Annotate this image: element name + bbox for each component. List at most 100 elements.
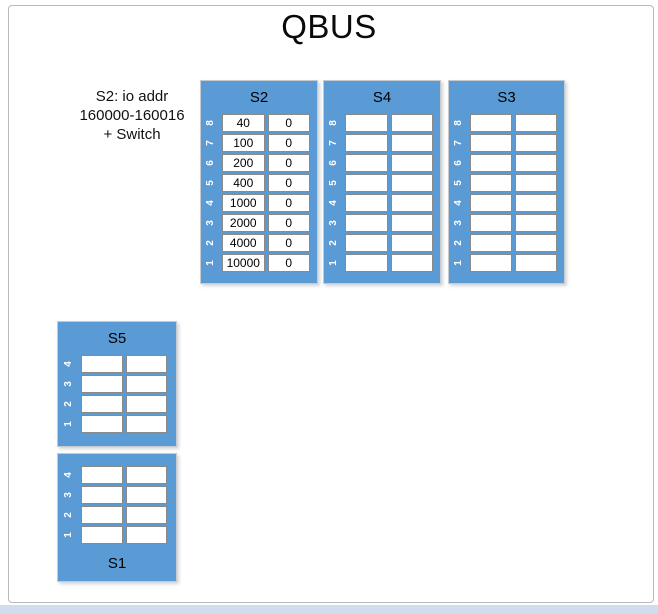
switch-number-label: 2 bbox=[327, 240, 339, 246]
switch-row-s4-4: 4 bbox=[324, 194, 433, 212]
switch-row-s5-1: 1 bbox=[58, 415, 167, 433]
switch-value-cell-left bbox=[470, 154, 512, 172]
switch-number-label: 8 bbox=[204, 120, 216, 126]
switch-number-label: 1 bbox=[62, 532, 74, 538]
switch-value-cell-left bbox=[470, 174, 512, 192]
switch-value-cell-left bbox=[470, 194, 512, 212]
switch-value-cell-right bbox=[390, 234, 433, 252]
switch-row-s1-2: 2 bbox=[58, 506, 167, 524]
panel-title-s2: S2 bbox=[249, 89, 269, 106]
switch-value-cell-left bbox=[81, 395, 123, 413]
switch-number-label: 4 bbox=[204, 200, 216, 206]
switch-value-cell-right: 0 bbox=[267, 174, 310, 192]
switch-value-cell-left bbox=[470, 114, 512, 132]
switch-value-cell-left bbox=[345, 174, 388, 192]
switch-number-label: 4 bbox=[62, 361, 74, 367]
page-title: QBUS bbox=[281, 8, 377, 45]
switch-value-cell-right bbox=[515, 154, 557, 172]
switch-value-cell-left bbox=[81, 355, 123, 373]
switch-rows-s3: 8 7 6 5 4 3 2 1 bbox=[449, 114, 564, 274]
switch-number-label: 5 bbox=[204, 180, 216, 186]
switch-value-cell-right bbox=[515, 174, 557, 192]
switch-row-s3-3: 3 bbox=[449, 214, 557, 232]
switch-number-label: 4 bbox=[62, 472, 74, 478]
switch-value-cell-right: 0 bbox=[267, 154, 310, 172]
switch-number-label: 5 bbox=[452, 180, 464, 186]
switch-value-cell-right: 0 bbox=[267, 214, 310, 232]
switch-row-s5-3: 3 bbox=[58, 375, 167, 393]
annotation-note: S2: io addr 160000-160016 + Switch bbox=[64, 87, 200, 144]
switch-value-cell-right bbox=[515, 194, 557, 212]
switch-row-s3-5: 5 bbox=[449, 174, 557, 192]
annotation-note-line2: 160000-160016 bbox=[79, 107, 185, 124]
switch-value-cell-right bbox=[390, 134, 433, 152]
switch-value-cell-left: 400 bbox=[222, 174, 265, 192]
switch-value-cell-right bbox=[125, 506, 167, 524]
switch-value-cell-left: 100 bbox=[222, 134, 265, 152]
switch-value-cell-left bbox=[470, 214, 512, 232]
switch-value-cell-left bbox=[81, 526, 123, 544]
switch-value-cell-right bbox=[125, 526, 167, 544]
switch-number-label: 1 bbox=[452, 260, 464, 266]
switch-number-label: 2 bbox=[204, 240, 216, 246]
switch-value-cell-left bbox=[81, 486, 123, 504]
switch-row-s4-2: 2 bbox=[324, 234, 433, 252]
switch-number-label: 3 bbox=[452, 220, 464, 226]
switch-value-cell-right bbox=[515, 114, 557, 132]
switch-value-cell-right bbox=[125, 486, 167, 504]
panel-title-s1: S1 bbox=[107, 555, 127, 572]
switch-value-cell-right bbox=[390, 194, 433, 212]
switch-number-label: 4 bbox=[452, 200, 464, 206]
switch-row-s4-1: 1 bbox=[324, 254, 433, 272]
switch-value-cell-right: 0 bbox=[267, 234, 310, 252]
switch-number-label: 7 bbox=[204, 140, 216, 146]
switch-value-cell-left bbox=[81, 466, 123, 484]
switch-row-s1-3: 3 bbox=[58, 486, 167, 504]
switch-value-cell-left bbox=[81, 506, 123, 524]
switch-value-cell-right bbox=[515, 234, 557, 252]
switch-number-label: 1 bbox=[327, 260, 339, 266]
switch-value-cell-right bbox=[390, 114, 433, 132]
switch-number-label: 3 bbox=[327, 220, 339, 226]
switch-row-s4-3: 3 bbox=[324, 214, 433, 232]
switch-number-label: 8 bbox=[452, 120, 464, 126]
switch-row-s4-7: 7 bbox=[324, 134, 433, 152]
annotation-note-line1: S2: io addr bbox=[95, 88, 169, 105]
switch-value-cell-left bbox=[81, 375, 123, 393]
switch-value-cell-right bbox=[515, 254, 557, 272]
switch-value-cell-right: 0 bbox=[267, 134, 310, 152]
switch-value-cell-left bbox=[345, 234, 388, 252]
switch-value-cell-left bbox=[345, 134, 388, 152]
switch-row-s4-8: 8 bbox=[324, 114, 433, 132]
bottom-edge-strip bbox=[0, 605, 658, 614]
switch-number-label: 7 bbox=[452, 140, 464, 146]
switch-number-label: 2 bbox=[452, 240, 464, 246]
switch-number-label: 1 bbox=[204, 260, 216, 266]
switch-row-s4-6: 6 bbox=[324, 154, 433, 172]
switch-number-label: 3 bbox=[62, 492, 74, 498]
switch-number-label: 1 bbox=[62, 421, 74, 427]
switch-row-s1-4: 4 bbox=[58, 466, 167, 484]
switch-value-cell-left bbox=[345, 114, 388, 132]
switch-value-cell-left: 40 bbox=[222, 114, 265, 132]
switch-number-label: 6 bbox=[452, 160, 464, 166]
switch-number-label: 6 bbox=[204, 160, 216, 166]
switch-number-label: 3 bbox=[204, 220, 216, 226]
switch-row-s3-8: 8 bbox=[449, 114, 557, 132]
switch-row-s3-2: 2 bbox=[449, 234, 557, 252]
switch-value-cell-left: 4000 bbox=[222, 234, 265, 252]
switch-value-cell-right: 0 bbox=[267, 254, 310, 272]
switch-value-cell-right bbox=[125, 395, 167, 413]
switch-value-cell-left bbox=[345, 254, 388, 272]
